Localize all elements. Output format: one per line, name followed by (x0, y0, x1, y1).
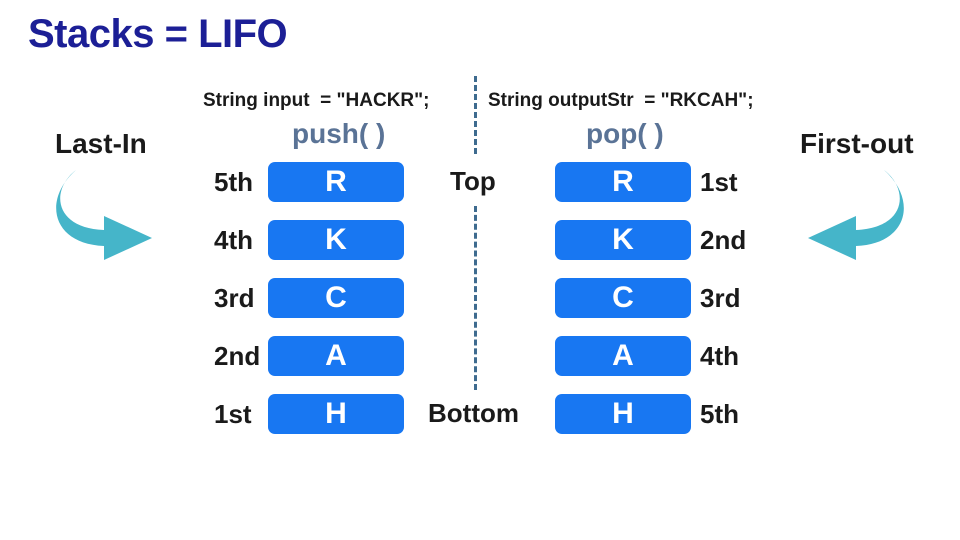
pop-stack-cell: A (555, 336, 691, 376)
push-order-label: 3rd (214, 283, 255, 313)
pop-code-line: String outputStr = "RKCAH"; (488, 90, 754, 111)
pop-stack-cell: R (555, 162, 691, 202)
push-stack-cell: H (268, 394, 404, 434)
push-stack-cell: R (268, 162, 404, 202)
center-divider-upper (474, 76, 477, 154)
bottom-marker: Bottom (428, 398, 519, 428)
push-operation-label: push( ) (292, 118, 386, 149)
pop-order-label: 4th (700, 341, 739, 371)
center-divider-lower (474, 206, 477, 390)
push-code-line: String input = "HACKR"; (203, 90, 430, 111)
pop-order-label: 5th (700, 399, 739, 429)
curved-arrow-left-icon (808, 170, 904, 260)
push-stack-cell: C (268, 278, 404, 318)
push-order-label: 4th (214, 225, 253, 255)
push-stack-cell: A (268, 336, 404, 376)
pop-order-label: 3rd (700, 283, 741, 313)
pop-order-label: 1st (700, 167, 738, 197)
push-order-label: 5th (214, 167, 253, 197)
pop-stack-cell: C (555, 278, 691, 318)
push-order-label: 2nd (214, 341, 261, 371)
last-in-label: Last-In (55, 128, 147, 159)
pop-order-label: 2nd (700, 225, 747, 255)
push-stack-cell: K (268, 220, 404, 260)
pop-stack-cell: K (555, 220, 691, 260)
page-title: Stacks = LIFO (28, 12, 288, 56)
top-marker: Top (450, 166, 496, 196)
pop-operation-label: pop( ) (586, 118, 664, 149)
curved-arrow-right-icon (56, 170, 152, 260)
first-out-label: First-out (800, 128, 914, 159)
pop-stack-cell: H (555, 394, 691, 434)
push-order-label: 1st (214, 399, 252, 429)
